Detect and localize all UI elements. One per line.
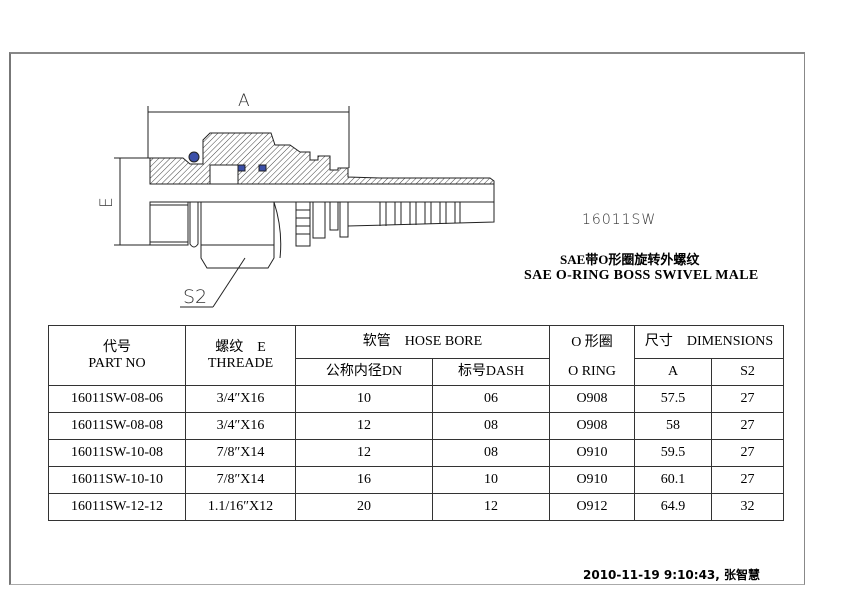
cell-s2: 32 (711, 493, 784, 521)
title-english: SAE O-RING BOSS SWIVEL MALE (524, 268, 759, 283)
cell-thread: 3/4″X16 (185, 385, 296, 413)
cell-dash: 10 (432, 466, 550, 494)
header-dimensions: 尺寸 DIMENSIONS (634, 325, 784, 359)
header-oring-en: O RING (549, 358, 635, 386)
cell-part: 16011SW-10-08 (48, 439, 186, 467)
o-ring-icon (188, 151, 200, 163)
cell-s2: 27 (711, 466, 784, 494)
cell-s2: 27 (711, 412, 784, 440)
cell-a: 58 (634, 412, 712, 440)
cell-a: 57.5 (634, 385, 712, 413)
cell-part: 16011SW-10-10 (48, 466, 186, 494)
cell-a: 60.1 (634, 466, 712, 494)
cell-dash: 06 (432, 385, 550, 413)
cell-part: 16011SW-08-06 (48, 385, 186, 413)
dim-a-label: A (238, 91, 250, 111)
cell-s2: 27 (711, 439, 784, 467)
hex-nut (200, 201, 275, 269)
title-chinese: SAE带O形圈旋转外螺纹 (560, 252, 700, 267)
cell-oring: O910 (549, 466, 635, 494)
thread-end (149, 201, 189, 246)
header-oring-cn: O 形圈 (549, 325, 635, 359)
cell-a: 59.5 (634, 439, 712, 467)
drawing-frame (9, 52, 805, 585)
dim-s2-label: S2 (183, 286, 207, 308)
cell-thread: 7/8″X14 (185, 466, 296, 494)
cell-dn: 10 (295, 385, 433, 413)
cell-oring: O912 (549, 493, 635, 521)
cell-part: 16011SW-12-12 (48, 493, 186, 521)
cell-dn: 12 (295, 412, 433, 440)
timestamp-author: 2010-11-19 9:10:43, 张智慧 (583, 568, 761, 582)
header-s2: S2 (711, 358, 784, 386)
cell-dash: 12 (432, 493, 550, 521)
cell-dn: 20 (295, 493, 433, 521)
cell-dash: 08 (432, 439, 550, 467)
cell-thread: 7/8″X14 (185, 439, 296, 467)
header-dn: 公称内径DN (295, 358, 433, 386)
header-hose-bore: 软管 HOSE BORE (295, 325, 550, 359)
cell-thread: 1.1/16″X12 (185, 493, 296, 521)
header-dash: 标号DASH (432, 358, 550, 386)
s2-leader (212, 257, 246, 308)
cell-oring: O910 (549, 439, 635, 467)
cell-thread: 3/4″X16 (185, 412, 296, 440)
cell-s2: 27 (711, 385, 784, 413)
cell-dn: 12 (295, 439, 433, 467)
header-a: A (634, 358, 712, 386)
section-view (149, 132, 495, 185)
cell-oring: O908 (549, 385, 635, 413)
cell-part: 16011SW-08-08 (48, 412, 186, 440)
cell-dn: 16 (295, 466, 433, 494)
part-label: 16011SW (582, 212, 657, 228)
dim-e-label: E (97, 197, 117, 208)
cell-oring: O908 (549, 412, 635, 440)
cell-dash: 08 (432, 412, 550, 440)
cell-a: 64.9 (634, 493, 712, 521)
